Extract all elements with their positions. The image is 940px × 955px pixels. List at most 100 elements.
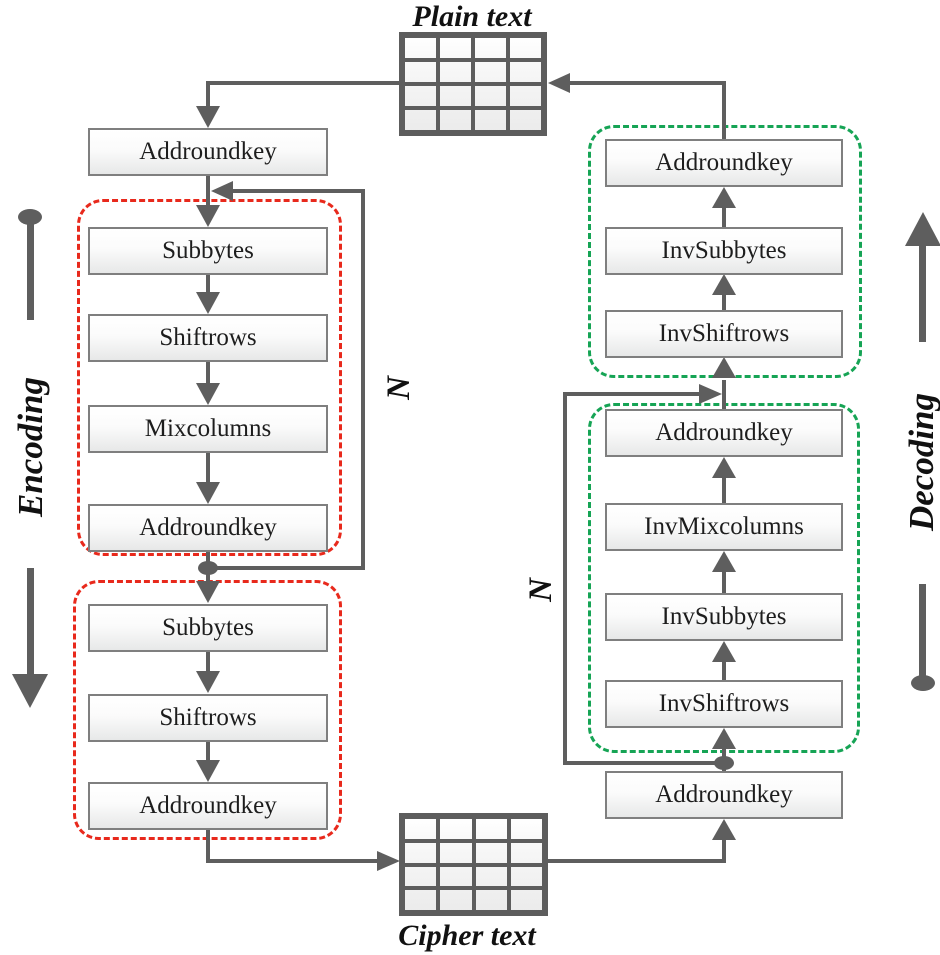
arrow-down-icon xyxy=(196,383,220,405)
grid-cell xyxy=(438,817,474,841)
grid-cell xyxy=(473,84,508,108)
box-addroundkey-final-dec: Addroundkey xyxy=(605,139,843,187)
flow-line xyxy=(722,207,726,227)
flow-line xyxy=(722,572,726,593)
encoding-arrow-line xyxy=(27,220,34,320)
box-mixcolumns-main: Mixcolumns xyxy=(88,405,328,453)
grid-cell xyxy=(473,864,509,889)
grid-cell xyxy=(508,840,544,865)
grid-cell xyxy=(438,840,474,865)
grid-cell xyxy=(403,84,438,108)
encoding-loop-line xyxy=(208,566,365,570)
box-addroundkey-final-enc: Addroundkey xyxy=(88,782,328,830)
flow-line xyxy=(722,380,726,409)
grid-cell xyxy=(473,840,509,865)
box-shiftrows-final: Shiftrows xyxy=(88,694,328,742)
box-invsubbytes-final: InvSubbytes xyxy=(605,227,843,275)
grid-cell xyxy=(403,36,438,60)
to-cipher-line xyxy=(206,830,210,863)
decoding-loop-line xyxy=(563,392,567,765)
box-invsubbytes-main: InvSubbytes xyxy=(605,593,843,641)
box-invmixcolumns-main: InvMixcolumns xyxy=(605,503,843,551)
arrow-left-icon xyxy=(211,181,233,201)
flow-line xyxy=(206,453,210,482)
cipher-to-addroundkey-line xyxy=(548,859,726,863)
grid-cell xyxy=(508,888,544,912)
plain-to-addroundkey-line xyxy=(206,81,210,107)
arrow-down-icon xyxy=(196,671,220,693)
grid-cell xyxy=(403,864,439,889)
encoding-loop-line xyxy=(233,189,363,193)
arrow-down-icon xyxy=(196,482,220,504)
grid-cell xyxy=(438,108,473,132)
box-subbytes-main: Subbytes xyxy=(88,227,328,275)
flow-line xyxy=(722,294,726,310)
grid-cell xyxy=(473,108,508,132)
grid-cell xyxy=(508,864,544,889)
grid-cell xyxy=(508,60,543,84)
decoding-loop-line xyxy=(565,392,700,396)
box-shiftrows-main: Shiftrows xyxy=(88,314,328,362)
encoding-label: Encoding xyxy=(11,376,50,518)
grid-cell xyxy=(473,817,509,841)
grid-cell xyxy=(438,84,473,108)
arrow-up-icon xyxy=(712,187,736,208)
decoding-loop-line xyxy=(565,761,724,765)
grid-cell xyxy=(473,60,508,84)
arrow-up-icon xyxy=(712,819,736,840)
grid-cell xyxy=(438,864,474,889)
box-addroundkey-initial-dec: Addroundkey xyxy=(605,771,843,819)
grid-cell xyxy=(438,60,473,84)
encoding-arrow-tail-dot xyxy=(18,209,42,225)
to-cipher-line xyxy=(206,859,377,863)
addroundkey-to-plain-line xyxy=(570,81,726,85)
flow-line xyxy=(206,176,210,205)
grid-cell xyxy=(438,36,473,60)
flow-line xyxy=(206,552,210,581)
flow-line xyxy=(206,275,210,292)
cipher-text-state-grid xyxy=(399,813,548,916)
arrow-up-icon xyxy=(712,357,736,378)
grid-cell xyxy=(508,84,543,108)
flow-line xyxy=(722,478,726,503)
junction-dot xyxy=(714,756,734,770)
plain-text-label: Plain text xyxy=(412,0,532,33)
grid-cell xyxy=(473,36,508,60)
plain-to-addroundkey-line xyxy=(208,81,400,85)
encoding-arrow-line xyxy=(27,568,34,674)
box-invshiftrows-final: InvShiftrows xyxy=(605,310,843,358)
grid-cell xyxy=(403,840,439,865)
arrow-down-icon xyxy=(196,760,220,782)
arrow-up-icon xyxy=(712,274,736,295)
cipher-to-addroundkey-line xyxy=(722,840,726,861)
addroundkey-to-plain-line xyxy=(722,81,726,139)
decoding-round-count-label: N xyxy=(523,578,559,602)
decoding-arrow-line xyxy=(919,246,926,342)
box-addroundkey-main-dec: Addroundkey xyxy=(605,409,843,457)
arrow-up-icon xyxy=(712,551,736,572)
grid-cell xyxy=(403,817,439,841)
arrow-down-icon xyxy=(196,205,220,227)
arrow-left-icon xyxy=(548,73,570,93)
flow-line xyxy=(206,652,210,671)
arrow-up-icon xyxy=(712,728,736,749)
arrow-right-icon xyxy=(377,851,400,871)
box-subbytes-final: Subbytes xyxy=(88,604,328,652)
grid-cell xyxy=(473,888,509,912)
decoding-arrow-line xyxy=(919,584,926,678)
arrow-right-icon xyxy=(699,384,722,404)
decoding-arrow-tail-dot xyxy=(911,675,935,691)
grid-cell xyxy=(403,108,438,132)
arrow-up-icon xyxy=(712,641,736,662)
arrow-down-icon xyxy=(196,581,220,603)
arrow-up-icon xyxy=(712,457,736,478)
box-addroundkey-initial-enc: Addroundkey xyxy=(88,128,328,176)
flow-line xyxy=(722,662,726,680)
box-invshiftrows-main: InvShiftrows xyxy=(605,680,843,728)
flow-line xyxy=(206,742,210,760)
cipher-text-label: Cipher text xyxy=(398,919,536,952)
arrow-down-icon xyxy=(196,292,220,314)
arrow-down-icon xyxy=(196,106,220,128)
box-addroundkey-main-enc: Addroundkey xyxy=(88,504,328,552)
